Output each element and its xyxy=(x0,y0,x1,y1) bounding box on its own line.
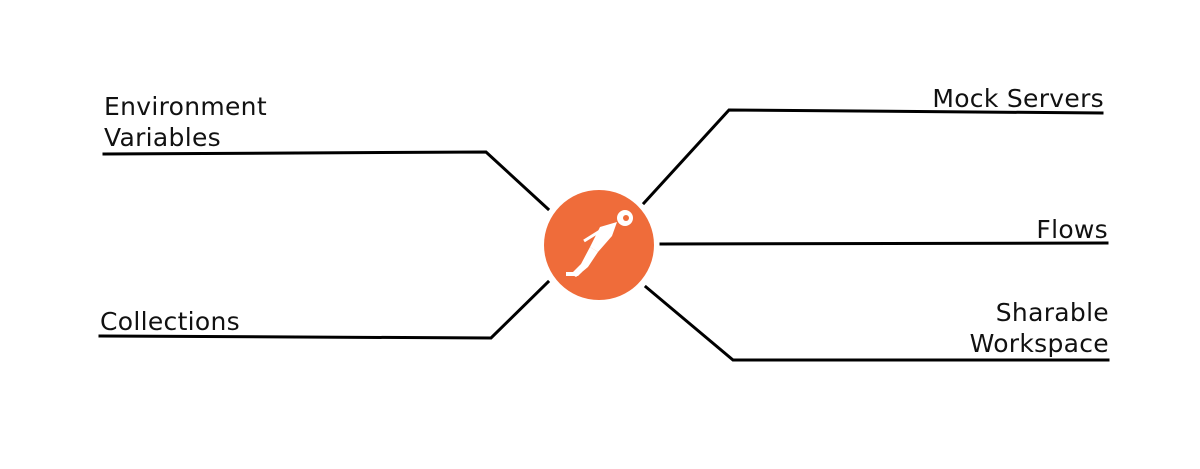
label-sharable-workspace-line2: Workspace xyxy=(969,329,1109,358)
label-environment-variables: Environment Variables xyxy=(104,91,267,153)
label-flows: Flows xyxy=(1036,215,1108,244)
label-collections: Collections xyxy=(100,307,240,336)
label-sharable-workspace: Sharable Workspace xyxy=(970,297,1109,359)
connector-sharable-workspace xyxy=(643,284,1110,362)
connector-flows xyxy=(659,241,1109,246)
label-sharable-workspace-line1: Sharable xyxy=(995,298,1109,327)
connector-collections xyxy=(98,279,551,340)
label-environment-variables-line1: Environment xyxy=(104,92,267,121)
label-environment-variables-line2: Variables xyxy=(104,123,221,152)
connector-environment-variables xyxy=(102,150,551,212)
label-mock-servers: Mock Servers xyxy=(932,84,1104,113)
postman-logo-icon xyxy=(544,190,654,300)
connector-mock-servers xyxy=(641,108,1104,206)
